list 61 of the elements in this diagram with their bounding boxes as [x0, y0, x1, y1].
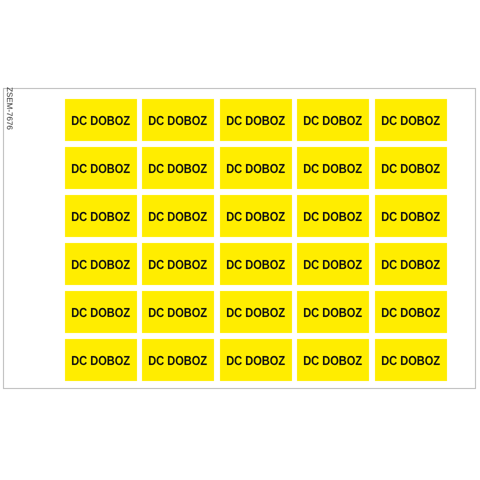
label-text: DC DOBOZ	[382, 352, 440, 368]
sticker-label	[65, 243, 137, 285]
sticker-label	[65, 339, 137, 381]
label-text: DC DOBOZ	[226, 208, 286, 224]
label-text: DC DOBOZ	[304, 352, 362, 368]
sticker-label	[375, 339, 447, 381]
label-text: DC DOBOZ	[304, 208, 362, 224]
label-text: DC DOBOZ	[382, 160, 440, 176]
label-text: DC DOBOZ	[72, 256, 130, 272]
sticker-label	[297, 243, 369, 285]
product-code: ZSEM-7676	[4, 87, 14, 130]
sticker-label	[297, 339, 369, 381]
label-text: DC DOBOZ	[148, 352, 208, 368]
sticker-label	[375, 195, 447, 237]
label-text: DC DOBOZ	[72, 352, 130, 368]
label-text: DC DOBOZ	[72, 304, 130, 320]
label-text: DC DOBOZ	[382, 112, 440, 128]
sticker-label	[375, 99, 447, 141]
label-text: DC DOBOZ	[226, 256, 286, 272]
sticker-label	[65, 291, 137, 333]
label-text: DC DOBOZ	[304, 304, 362, 320]
label-text: DC DOBOZ	[148, 112, 208, 128]
label-text: DC DOBOZ	[226, 160, 286, 176]
sticker-label	[220, 147, 292, 189]
sticker-label	[220, 243, 292, 285]
sticker-label	[142, 339, 214, 381]
label-text: DC DOBOZ	[226, 304, 286, 320]
label-text: DC DOBOZ	[382, 304, 440, 320]
sticker-label	[297, 147, 369, 189]
sticker-label	[220, 291, 292, 333]
label-text: DC DOBOZ	[148, 304, 208, 320]
sticker-label	[220, 99, 292, 141]
sticker-label	[297, 291, 369, 333]
label-text: DC DOBOZ	[72, 112, 130, 128]
label-text: DC DOBOZ	[304, 256, 362, 272]
sticker-label	[220, 195, 292, 237]
sticker-label	[375, 243, 447, 285]
sticker-label	[142, 195, 214, 237]
sticker-label	[142, 99, 214, 141]
sticker-label	[65, 195, 137, 237]
label-text: DC DOBOZ	[304, 160, 362, 176]
sticker-label	[297, 195, 369, 237]
label-text: DC DOBOZ	[226, 352, 286, 368]
label-text: DC DOBOZ	[226, 112, 286, 128]
label-text: DC DOBOZ	[148, 160, 208, 176]
sticker-label	[220, 339, 292, 381]
label-text: DC DOBOZ	[148, 256, 208, 272]
sticker-label	[375, 147, 447, 189]
sticker-label	[375, 291, 447, 333]
label-text: DC DOBOZ	[72, 160, 130, 176]
label-text: DC DOBOZ	[72, 208, 130, 224]
sticker-label	[142, 147, 214, 189]
sticker-label	[142, 291, 214, 333]
label-text: DC DOBOZ	[304, 112, 362, 128]
sticker-label	[142, 243, 214, 285]
label-text: DC DOBOZ	[382, 208, 440, 224]
sticker-label	[65, 147, 137, 189]
sticker-label	[297, 99, 369, 141]
sticker-label	[65, 99, 137, 141]
label-text: DC DOBOZ	[382, 256, 440, 272]
label-text: DC DOBOZ	[148, 208, 208, 224]
